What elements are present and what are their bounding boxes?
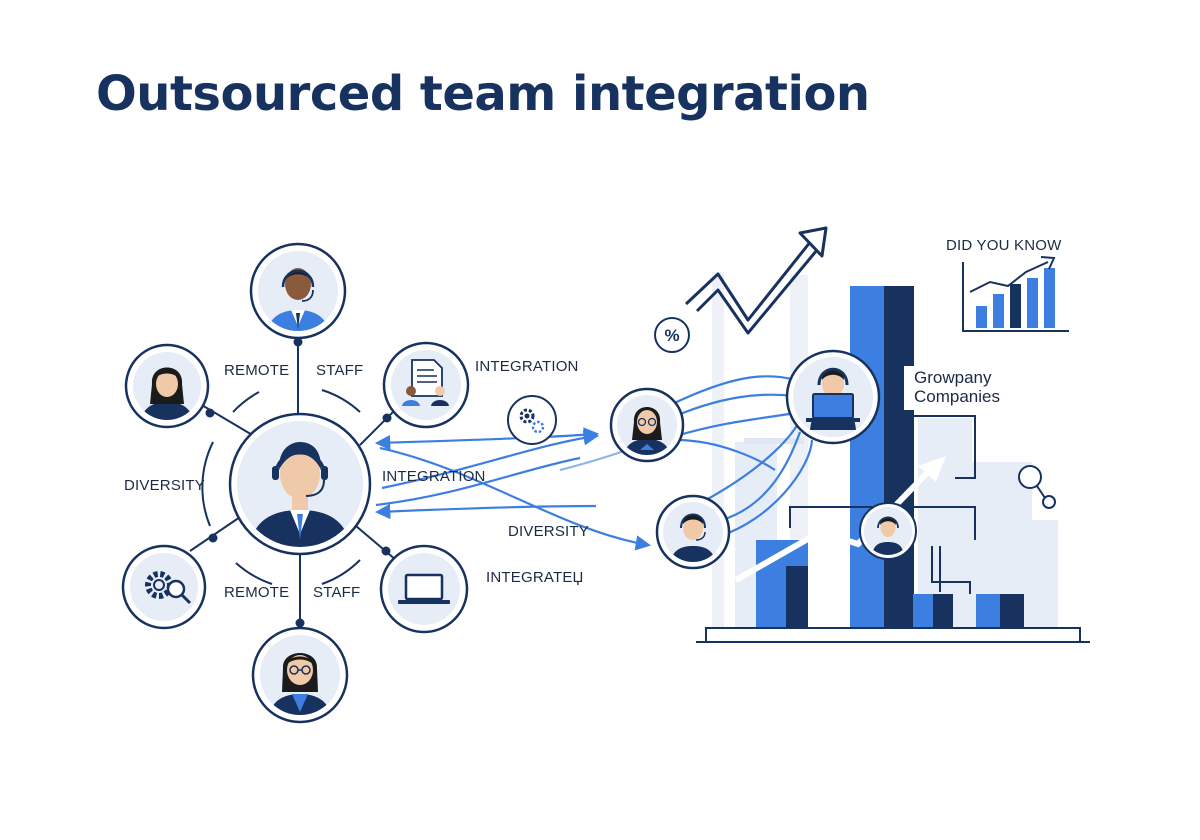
mini-bar [1044, 268, 1055, 328]
laptop-icon [379, 544, 469, 634]
mini-bar [976, 306, 987, 328]
person-node-top-left [124, 343, 210, 429]
did-you-know-chart: DID YOU KNOW [946, 237, 1069, 332]
integrated-label: INTEGRATEЏ [486, 569, 584, 586]
mini-bar [1010, 284, 1021, 328]
org-connectors [789, 415, 976, 594]
document-team-icon [382, 341, 470, 429]
staff-label-top: STAFF [316, 362, 363, 379]
integration-label-mid: INTEGRATION [382, 468, 486, 485]
mini-bar [1027, 278, 1038, 328]
settings-search-icon [121, 544, 207, 630]
remote-label-top: REMOTE [224, 362, 289, 379]
base-platform [696, 627, 1090, 643]
mini-bar [993, 294, 1004, 328]
page-title: Outsourced team integration [96, 66, 870, 122]
growpany-label: Growpany [914, 368, 992, 387]
remote-label-bottom: REMOTE [224, 584, 289, 601]
percent-icon: % [654, 317, 690, 353]
company-label-bg [904, 366, 1016, 410]
diversity-label-left: DIVERSITY [124, 477, 205, 494]
trend-arrow-icon [684, 226, 828, 335]
person-node-top [249, 242, 347, 340]
companies-label: Companies [914, 387, 1000, 406]
gears-icon [507, 395, 557, 445]
percent-label: % [664, 326, 679, 345]
integration-label-doc: INTEGRATION [475, 358, 579, 375]
magnifier-node-icon [1018, 465, 1056, 509]
person-node-bottom [251, 626, 349, 724]
diversity-label-mid: DIVERSITY [508, 523, 589, 540]
staff-label-bottom: STAFF [313, 584, 360, 601]
person-node-building [859, 502, 917, 560]
person-node-right-2 [655, 494, 731, 570]
spoke-dots [205, 337, 392, 628]
person-node-right-1 [609, 387, 685, 463]
did-you-know-label: DID YOU KNOW [946, 237, 1062, 254]
hub-person-headset-icon [228, 412, 372, 556]
person-laptop-node [785, 349, 881, 445]
